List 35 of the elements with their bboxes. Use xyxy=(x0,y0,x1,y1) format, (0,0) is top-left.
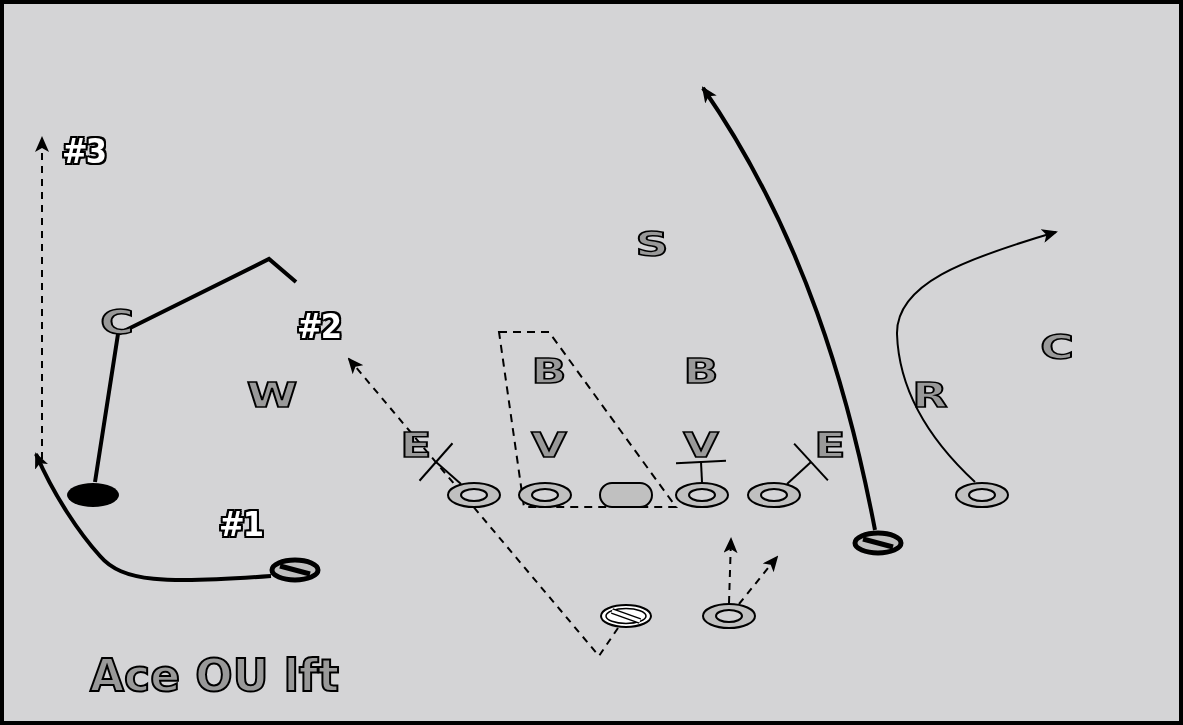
block-line xyxy=(418,442,462,485)
receiver-number: #3 xyxy=(62,134,105,168)
receiver-number: #2 xyxy=(297,309,340,343)
player-symbol xyxy=(447,482,501,508)
defender-letter: V xyxy=(683,428,719,462)
defender-letter: C xyxy=(1040,330,1074,364)
route-arrow xyxy=(896,229,1058,483)
receiver-number: #1 xyxy=(219,507,262,541)
defender-letter: R xyxy=(912,378,948,412)
route-arrow xyxy=(738,555,779,605)
player-symbol xyxy=(702,603,756,629)
defender-letter: E xyxy=(400,428,432,462)
defender-letter: B xyxy=(683,354,719,388)
defender-letter: E xyxy=(814,428,846,462)
defender-letter: W xyxy=(246,378,298,412)
player-symbol xyxy=(599,603,653,629)
route-arrow xyxy=(347,357,619,658)
center-symbol xyxy=(599,482,653,508)
route-arrow xyxy=(723,537,738,604)
route-arrow xyxy=(701,86,877,531)
defender-letter: B xyxy=(531,354,567,388)
player-symbol xyxy=(747,482,801,508)
defender-letter: S xyxy=(635,227,669,261)
player-symbol xyxy=(518,482,572,508)
play-title: Ace OU lft xyxy=(90,654,339,698)
route-arrow xyxy=(34,452,272,583)
block-line xyxy=(786,442,829,485)
player-symbol xyxy=(66,482,120,508)
block-line xyxy=(675,459,727,483)
player-symbol xyxy=(675,482,729,508)
player-symbol xyxy=(955,482,1009,508)
defender-letter: V xyxy=(531,428,567,462)
player-symbol xyxy=(268,557,322,583)
player-symbol xyxy=(851,530,905,556)
defender-letter: C xyxy=(100,305,134,339)
